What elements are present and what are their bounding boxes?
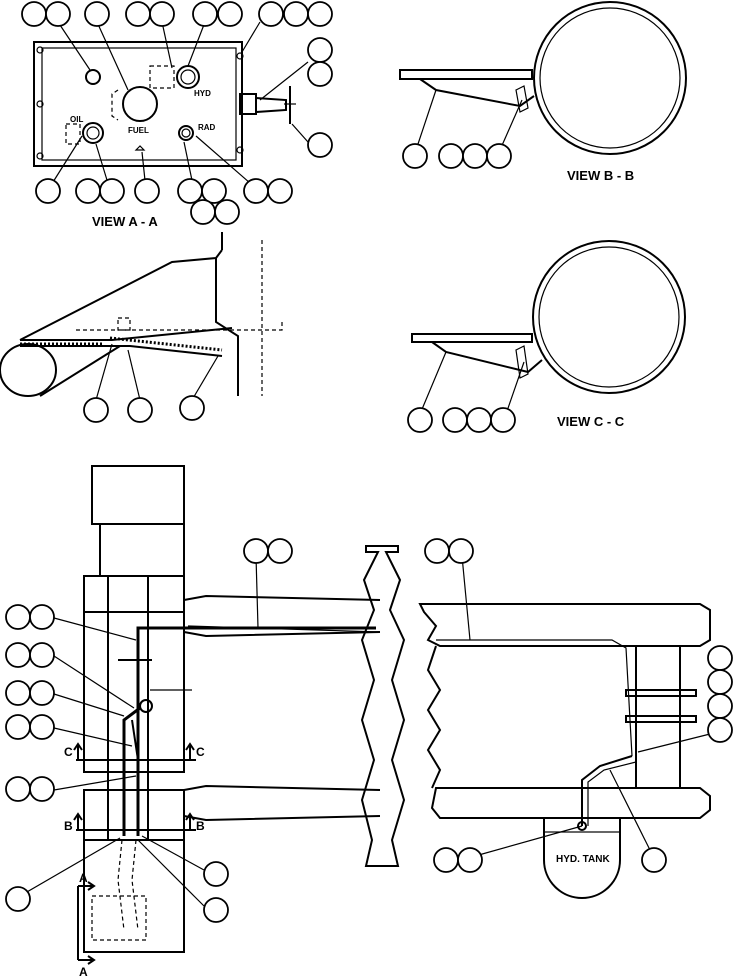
view-c-tank: VIEW C - C [411,240,686,429]
fuel-label: FUEL [128,126,149,135]
hyd-label: HYD [194,89,211,98]
view-c-title: VIEW C - C [557,414,625,429]
view-b-title: VIEW B - B [567,168,634,183]
section-b-right: B [196,819,205,833]
section-c-right: C [196,745,205,759]
plug-icon [85,69,101,85]
view-c-leaders [419,351,525,415]
hyd-tank-label: HYD. TANK [556,854,610,865]
view-a-leaders [47,21,309,191]
rad-cap-icon [178,125,194,141]
view-a-panel: HYD FUEL OIL RAD VIEW A - A [33,41,296,229]
side-detail [0,232,283,397]
side-leaders [95,343,219,401]
frame-callouts [5,538,733,923]
view-c-callouts [407,407,516,433]
view-a-callouts [21,1,333,225]
section-a-top: A [79,871,88,885]
view-a-title: VIEW A - A [92,214,158,229]
oil-cap-icon [82,122,104,144]
section-c-left: C [64,745,73,759]
side-callouts [83,395,205,423]
frame-top-view: HYD. TANK C C B B A A [64,465,711,978]
oil-label: OIL [70,115,83,124]
view-b-tank: VIEW B - B [399,1,687,183]
frame-leaders [19,555,711,907]
hyd-cap-icon [176,65,200,89]
rad-label: RAD [198,123,216,132]
section-a-bottom: A [79,965,88,978]
fuel-cap-icon [122,86,158,122]
section-b-left: B [64,819,73,833]
view-b-leaders [415,89,523,151]
view-b-callouts [402,143,512,169]
